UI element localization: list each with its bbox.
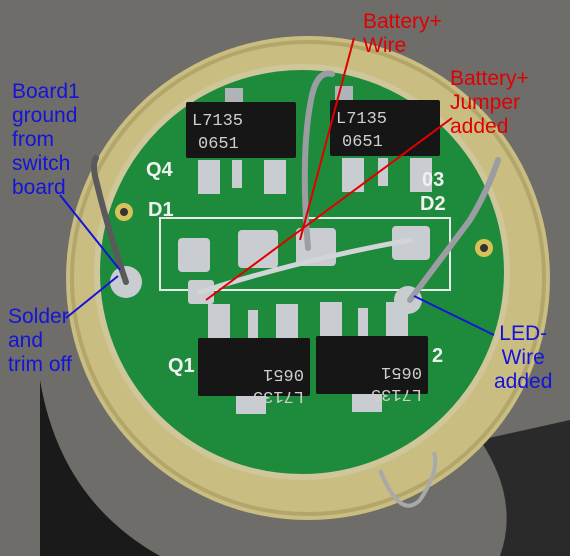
led-arrow <box>413 295 495 336</box>
silk-q3: 03 <box>422 169 444 191</box>
solder-pad <box>178 238 210 272</box>
silk-d2: D2 <box>420 193 446 215</box>
chip-q2-line2: 0651 <box>381 362 422 381</box>
annotation-battery-jumper: Battery+ Jumper added <box>450 67 529 138</box>
chip-q1-line1: L7135 <box>253 386 304 405</box>
chip-q2-line1: L7135 <box>371 384 422 403</box>
battery-wire <box>301 70 335 251</box>
battery-wire-arrow <box>299 37 355 241</box>
silk-q1: Q1 <box>168 355 195 377</box>
dark-shadow-right <box>480 420 570 556</box>
silk-d1: D1 <box>148 199 174 221</box>
black-wire-left <box>40 380 160 556</box>
battery-jumper-arrow <box>205 117 453 301</box>
solder-pad <box>392 226 430 260</box>
led-wire <box>407 157 501 303</box>
spring-wire <box>378 451 438 508</box>
solder-arrow <box>65 275 119 319</box>
chip-q4 <box>186 102 296 158</box>
battery-jumper <box>197 237 413 295</box>
silk-q4: Q4 <box>146 159 174 181</box>
chip-q3 <box>330 100 440 156</box>
annotation-solder-trim: Solder and trim off <box>8 305 72 376</box>
chip-q4-line2: 0651 <box>198 135 239 154</box>
pcb-edge <box>94 64 510 480</box>
ground-arrow <box>59 194 121 271</box>
annotation-board1-ground: Board1 ground from switch board <box>12 80 80 199</box>
chip-q3-line1: L7135 <box>336 110 387 129</box>
chip-q2 <box>316 336 428 394</box>
solder-pad <box>238 230 278 268</box>
ring-edge <box>70 40 546 516</box>
chip-q1 <box>198 338 310 396</box>
ground-wire <box>91 155 129 285</box>
chip-q1-line2: 0651 <box>263 364 304 383</box>
annotation-led-wire: LED- Wire added <box>494 322 553 393</box>
chip-q3-line2: 0651 <box>342 133 383 152</box>
chip-q4-line1: L7135 <box>192 112 243 131</box>
silk-q2: 2 <box>432 345 443 367</box>
annotation-battery-wire: Battery+ Wire <box>363 10 442 57</box>
